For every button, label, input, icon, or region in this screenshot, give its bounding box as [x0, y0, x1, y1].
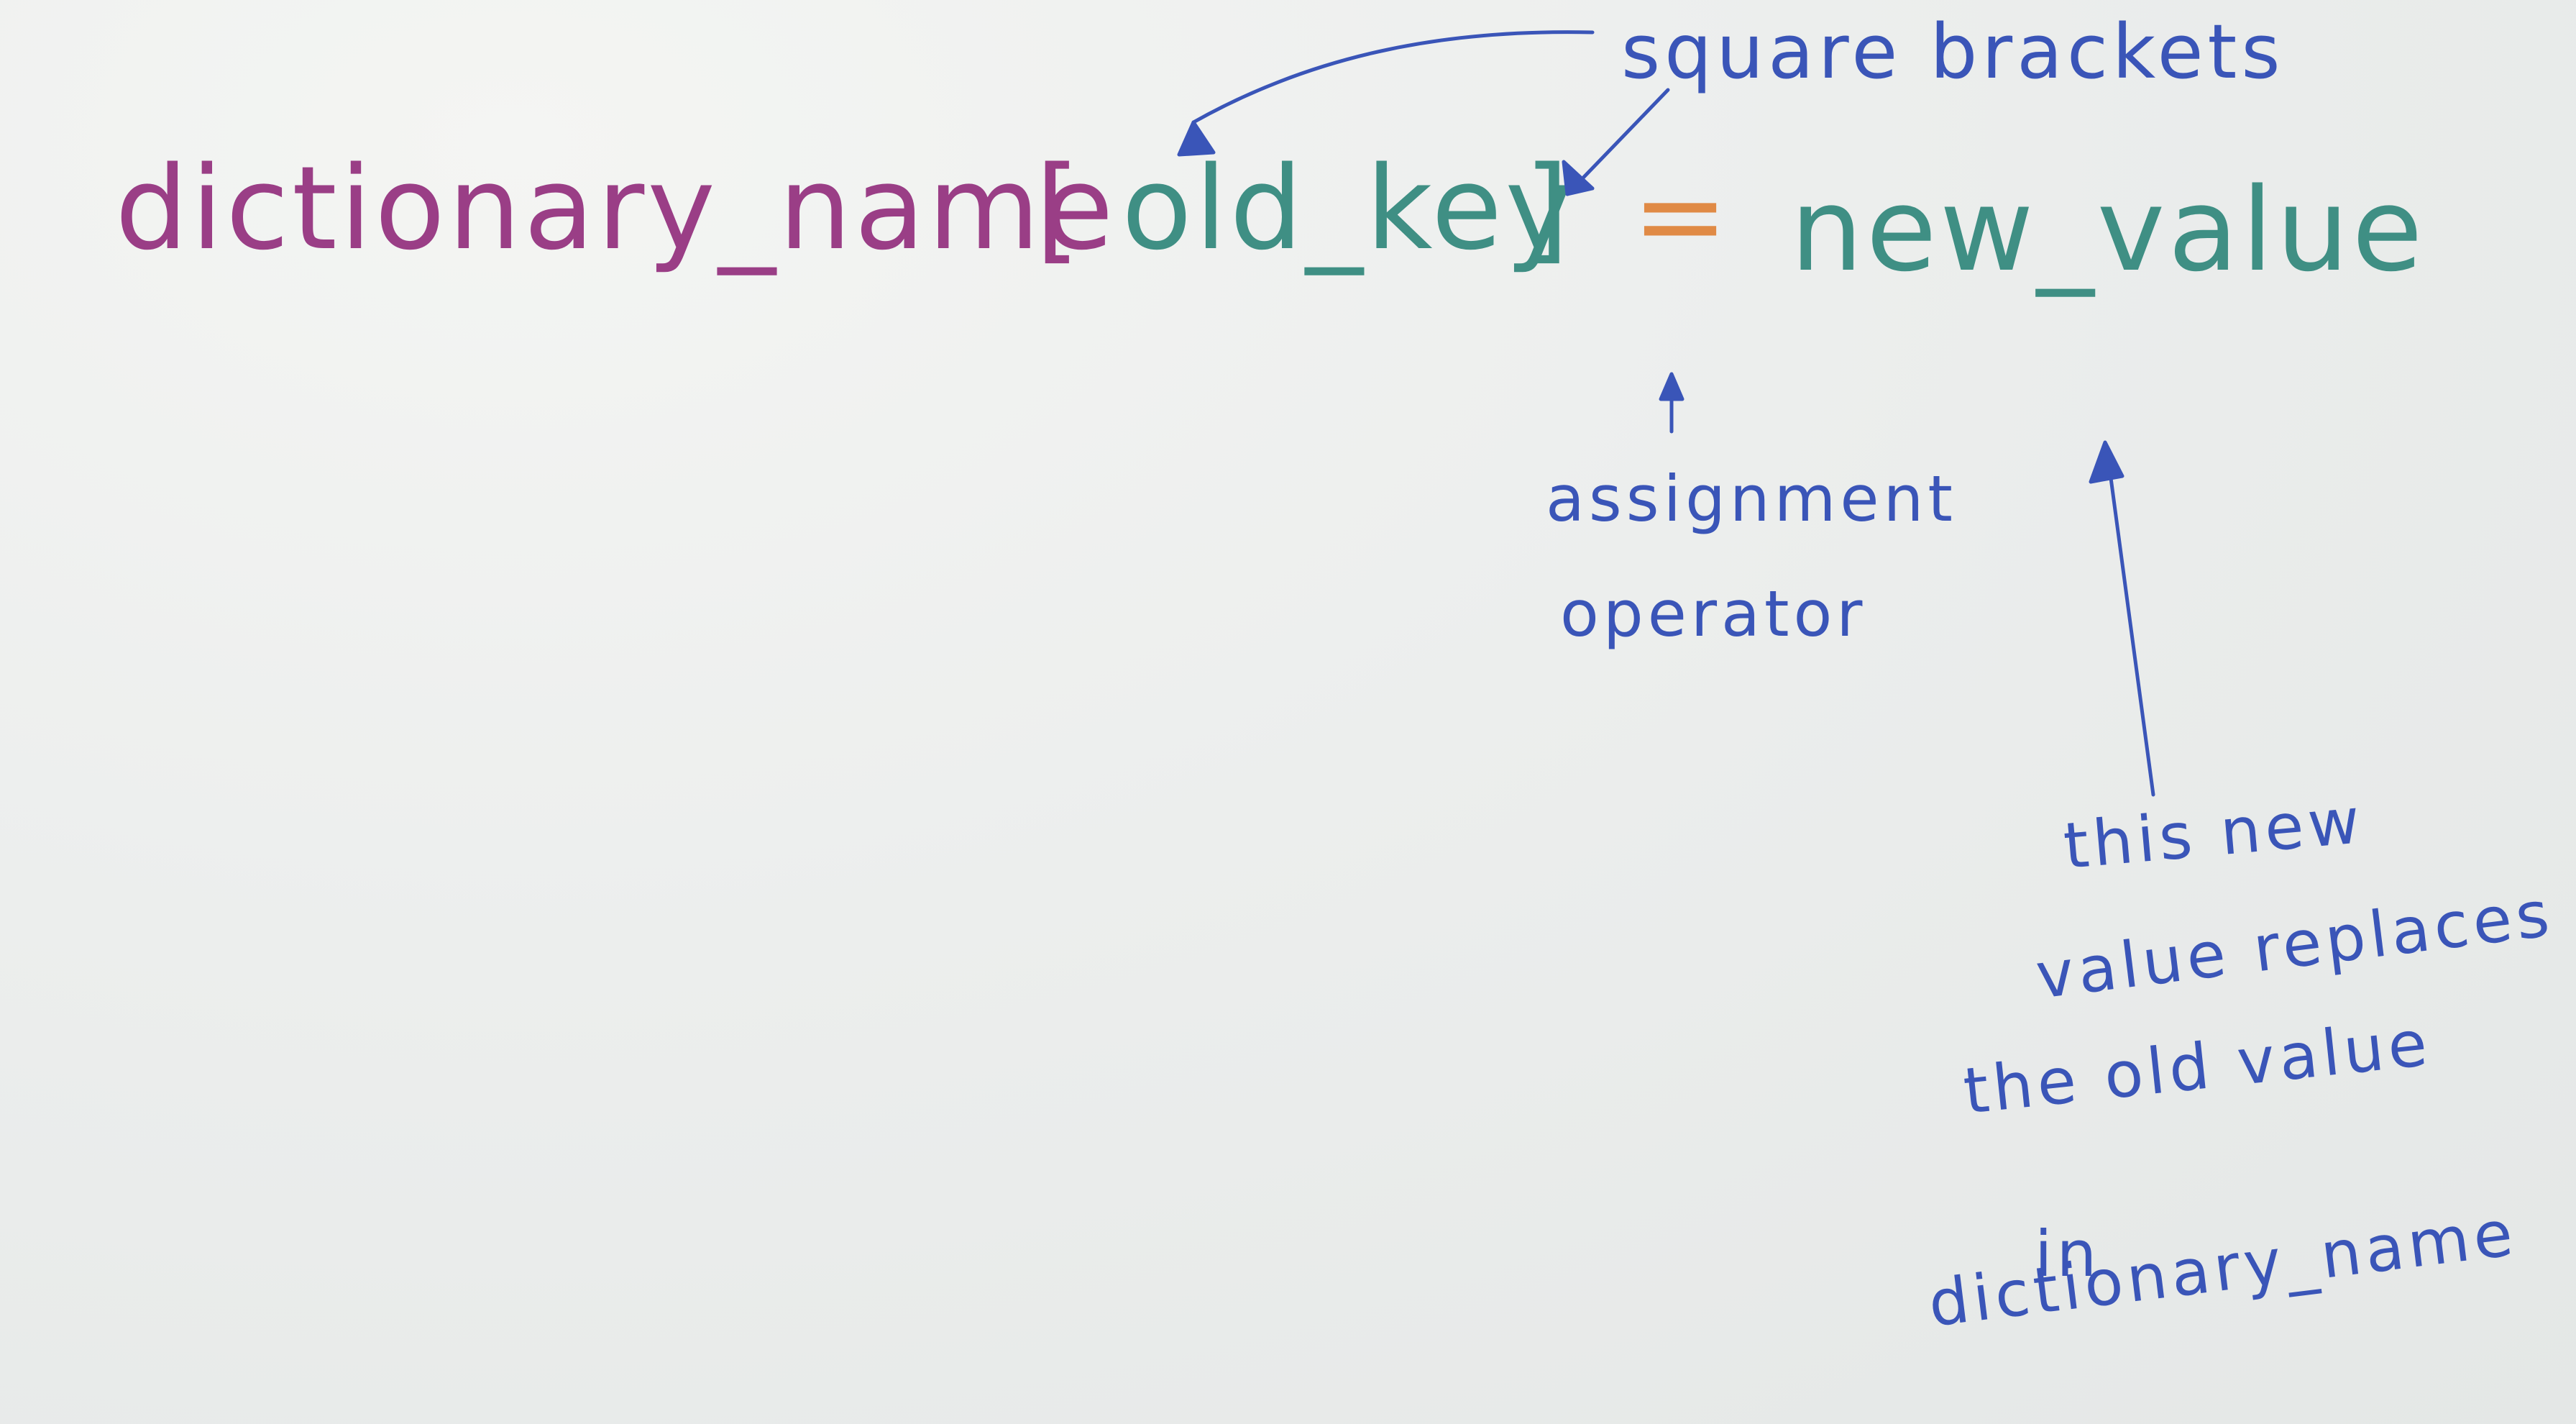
old-key-text: old_key: [1122, 141, 1576, 275]
new-value-text: new_value: [1790, 163, 2426, 297]
arrow-to-new-value: [2104, 444, 2155, 797]
arrow-to-open-bracket: [1191, 30, 1595, 124]
arrowhead-operator: [1659, 372, 1685, 401]
close-square-bracket: ]: [1524, 141, 1572, 275]
arrowhead-new-value: [2089, 440, 2124, 484]
square-brackets-label: square brackets: [1621, 8, 2285, 96]
arrowhead-open-bracket: [1177, 120, 1216, 157]
assignment-operator: =: [1632, 148, 1732, 283]
dictionary-name-text: dictionary_name: [115, 141, 1117, 275]
assignment-label-line-1: assignment: [1546, 462, 1957, 536]
open-square-bracket: [: [1035, 141, 1083, 275]
replaces-note-line-4: in: [2035, 1217, 2101, 1291]
arrowhead-close-bracket: [1562, 160, 1595, 196]
assignment-label-line-2: operator: [1560, 577, 1867, 651]
arrow-to-close-bracket: [1565, 88, 1670, 196]
